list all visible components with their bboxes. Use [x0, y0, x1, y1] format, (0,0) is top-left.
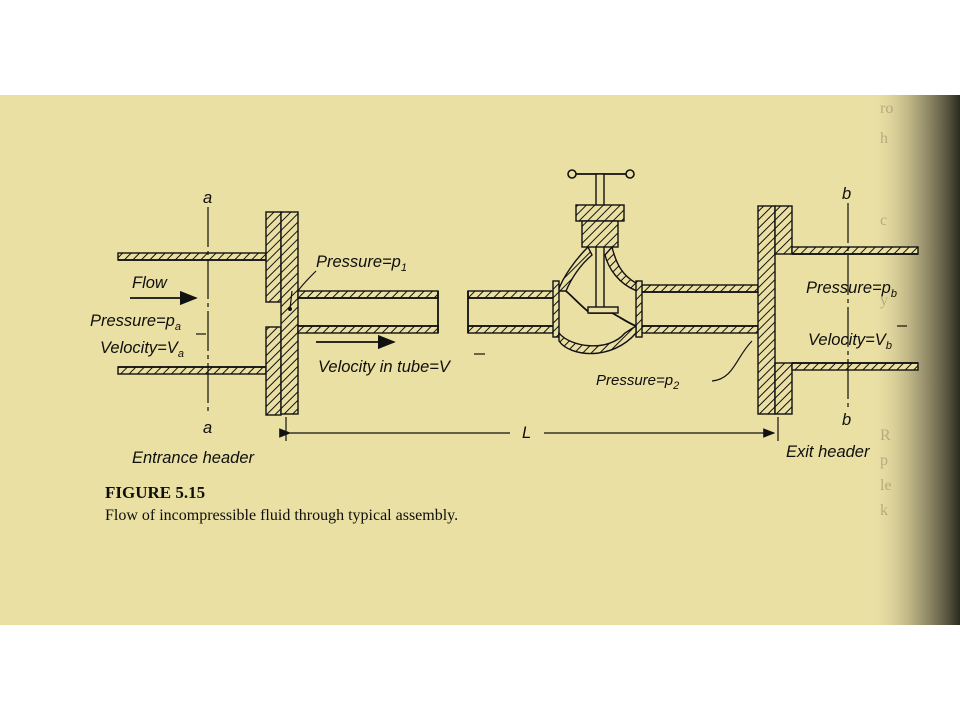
figure-number: FIGURE 5.15 [105, 483, 205, 502]
pressure-b-label: Pressure=pb [806, 279, 897, 300]
velocity-tube-label: Velocity in tube=V [318, 358, 452, 376]
figure-caption: Flow of incompressible fluid through typ… [105, 507, 458, 524]
scanned-figure: ro h c y R p le k [0, 95, 960, 625]
section-a-bottom-label: a [203, 419, 212, 437]
p1-leader [297, 270, 317, 292]
velocity-b-label: Velocity=Vb [808, 331, 892, 352]
svg-text:y: y [880, 292, 888, 309]
pressure-2-label: Pressure=p2 [596, 372, 679, 392]
velocity-a-label: Velocity=Va [100, 339, 184, 360]
bleed-through-text: ro h c y R p le k [880, 100, 893, 519]
length-label: L [522, 424, 531, 442]
pressure-1-label: Pressure=p1 [316, 253, 407, 274]
svg-text:ro: ro [880, 100, 893, 117]
svg-text:k: k [880, 502, 888, 519]
exit-header [757, 205, 919, 415]
flow-label: Flow [132, 274, 168, 292]
p2-leader [711, 340, 753, 382]
length-dimension [279, 417, 779, 441]
section-a-top-label: a [203, 189, 212, 207]
left-tube [288, 290, 439, 334]
section-b-bottom-label: b [842, 411, 851, 429]
svg-text:le: le [880, 477, 892, 494]
entrance-header-label: Entrance header [132, 449, 256, 467]
globe-valve [552, 169, 643, 355]
page-edge-shadow [868, 95, 960, 625]
entrance-header [117, 211, 299, 416]
pipe-assembly-diagram: ro h c y R p le k [0, 95, 960, 625]
svg-text:p: p [880, 452, 888, 469]
pressure-a-label: Pressure=pa [90, 312, 181, 333]
section-b-top-label: b [842, 185, 851, 203]
paper-background [0, 95, 960, 625]
svg-text:c: c [880, 212, 887, 229]
exit-header-label: Exit header [786, 443, 871, 461]
svg-text:h: h [880, 130, 888, 147]
svg-text:R: R [880, 427, 891, 444]
